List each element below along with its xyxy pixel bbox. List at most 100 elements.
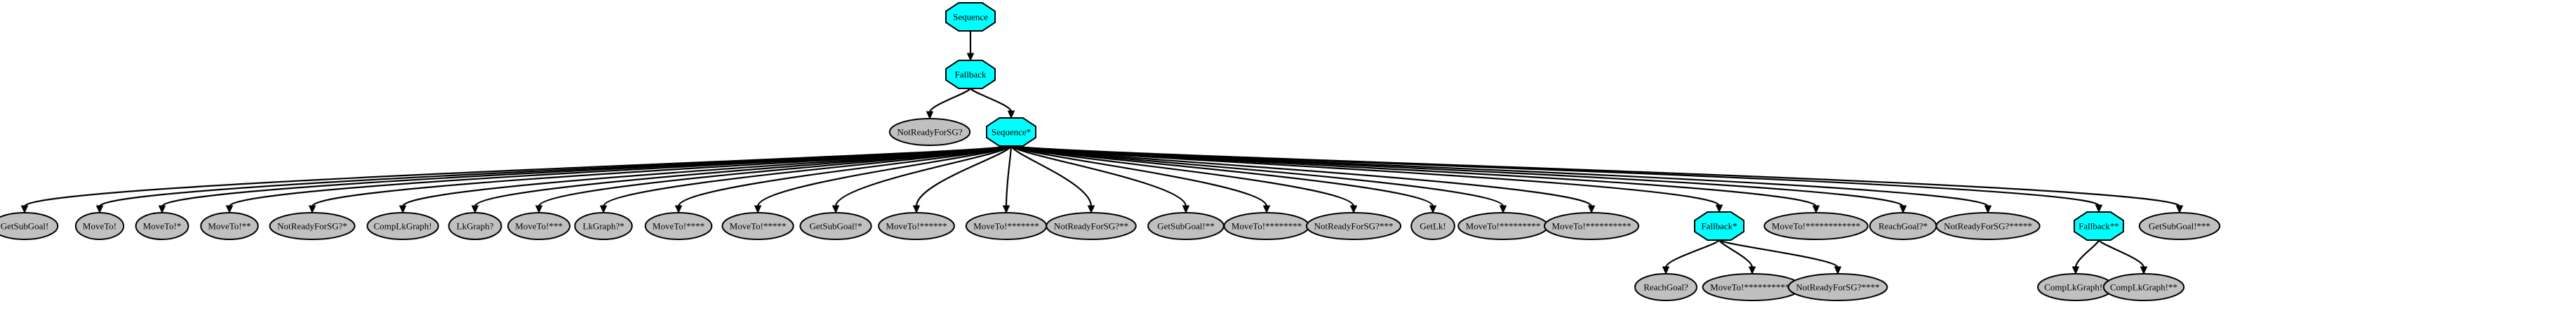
edge-3-to-10 [474, 145, 1012, 207]
arrowhead-3-to-12 [599, 205, 608, 214]
arrowhead-3-to-30 [1899, 205, 1907, 214]
node-label: MoveTo!*** [515, 221, 563, 232]
edge-3-to-18 [1010, 145, 1093, 207]
node-notreadyforsg-q-2: NotReadyForSG? [888, 118, 971, 146]
arrowhead-3-to-17 [1002, 205, 1010, 214]
node-label: MoveTo!***** [730, 221, 787, 232]
ellipse-node-shape [1305, 212, 1402, 240]
node-label: MoveTo!*********** [1710, 282, 1794, 293]
node-moveto-xsssssssss-23: MoveTo!********* [1457, 212, 1549, 240]
node-label: NotReadyForSG?**** [1796, 282, 1879, 293]
arrowhead-3-to-16 [912, 205, 921, 214]
ellipse-node-shape [2138, 212, 2221, 240]
node-reachgoal-q-26: ReachGoal? [1634, 273, 1697, 301]
ellipse-node-shape [269, 212, 356, 240]
node-getsubgoal-xsss-35: GetSubGoal!*** [2138, 212, 2221, 240]
octagon-node-shape [945, 2, 996, 32]
arrowhead-32-to-34 [2140, 266, 2148, 275]
arrowhead-3-to-22 [1429, 205, 1437, 214]
edge-3-to-15 [834, 145, 1012, 207]
edge-3-to-11 [538, 145, 1012, 207]
arrowhead-3-to-9 [399, 205, 407, 214]
octagon-node-shape [986, 117, 1036, 147]
arrowhead-3-to-5 [95, 205, 104, 214]
ellipse-node-shape [1410, 212, 1455, 240]
node-label: GetSubGoal!*** [2149, 221, 2210, 232]
octagon-node-shape [2074, 211, 2124, 241]
node-label: CompLkGraph! [373, 221, 432, 232]
arrowhead-3-to-20 [1262, 205, 1271, 214]
node-getsubgoal-xs-15: GetSubGoal!* [799, 212, 872, 240]
node-moveto-xssss-13: MoveTo!**** [644, 212, 713, 240]
edge-25-to-26 [1664, 239, 1720, 268]
node-label: ReachGoal?* [1878, 221, 1928, 232]
node-sequences-3: Sequence* [986, 117, 1036, 147]
node-moveto-xss-7: MoveTo!** [200, 212, 259, 240]
ellipse-node-shape [0, 212, 59, 240]
node-notreadyforsg-qsss-21: NotReadyForSG?*** [1305, 212, 1402, 240]
node-notreadyforsg-qsssss-31: NotReadyForSG?***** [1935, 212, 2041, 240]
node-label: GetSubGoal! [1, 221, 49, 232]
edge-3-to-8 [311, 145, 1012, 207]
node-lkgraph-q-10: LkGraph? [448, 212, 502, 240]
edge-3-to-17 [1005, 145, 1013, 207]
node-reachgoal-qs-30: ReachGoal?* [1869, 212, 1937, 240]
node-label: Sequence [953, 12, 988, 22]
edge-3-to-14 [756, 145, 1012, 207]
node-notreadyforsg-qs-8: NotReadyForSG?* [269, 212, 356, 240]
edge-25-to-27 [1718, 239, 1754, 268]
node-label: NotReadyForSG?* [277, 221, 347, 232]
node-label: LkGraph?* [582, 221, 624, 232]
node-lkgraph-qs-12: LkGraph?* [574, 212, 633, 240]
ellipse-node-shape [1634, 273, 1697, 301]
edge-3-to-20 [1010, 145, 1268, 207]
node-label: NotReadyForSG?** [1054, 221, 1128, 232]
ellipse-node-shape [878, 212, 955, 240]
edge-3-to-35 [1010, 145, 2181, 207]
ellipse-node-shape [200, 212, 259, 240]
arrowhead-25-to-28 [1834, 266, 1842, 275]
edge-1-to-3 [970, 88, 1013, 112]
node-fallbacks-25: Fallback* [1694, 211, 1744, 241]
node-complkgraph-x-9: CompLkGraph! [366, 212, 439, 240]
node-moveto-xs-6: MoveTo!* [135, 212, 189, 240]
edge-3-to-19 [1010, 145, 1187, 207]
octagon-node-shape [945, 60, 996, 89]
node-label: NotReadyForSG?***** [1944, 221, 2032, 232]
arrowhead-3-to-13 [674, 205, 683, 214]
ellipse-node-shape [644, 212, 713, 240]
node-label: LkGraph? [457, 221, 494, 232]
node-label: GetSubGoal!** [1157, 221, 1215, 232]
node-label: CompLkGraph!* [2044, 282, 2107, 293]
ellipse-node-shape [1763, 212, 1869, 240]
ellipse-node-shape [366, 212, 439, 240]
edge-3-to-13 [677, 145, 1012, 207]
node-label: MoveTo!**** [653, 221, 705, 232]
node-label: MoveTo!********** [1551, 221, 1631, 232]
ellipse-node-shape [888, 118, 971, 146]
node-label: Fallback* [1701, 221, 1737, 232]
arrowhead-3-to-4 [20, 205, 29, 214]
node-label: MoveTo!************ [1772, 221, 1860, 232]
arrowhead-3-to-14 [754, 205, 762, 214]
arrowhead-3-to-21 [1349, 205, 1358, 214]
node-label: MoveTo! [83, 221, 116, 232]
node-label: Fallback [955, 70, 987, 80]
ellipse-node-shape [74, 212, 125, 240]
edge-3-to-12 [602, 145, 1012, 207]
node-getsubgoal-x-4: GetSubGoal! [0, 212, 59, 240]
arrowhead-3-to-8 [308, 205, 316, 214]
arrowhead-1-to-2 [926, 111, 934, 120]
ellipse-node-shape [507, 212, 570, 240]
arrowhead-0-to-1 [966, 53, 975, 62]
arrowhead-3-to-7 [225, 205, 234, 214]
arrowhead-25-to-27 [1748, 266, 1756, 275]
node-fallback-1: Fallback [945, 60, 996, 89]
node-label: MoveTo!******* [973, 221, 1039, 232]
arrowhead-3-to-18 [1087, 205, 1095, 214]
node-label: ReachGoal? [1643, 282, 1688, 293]
ellipse-node-shape [1935, 212, 2041, 240]
arrowhead-3-to-31 [1984, 205, 1992, 214]
ellipse-node-shape [721, 212, 794, 240]
